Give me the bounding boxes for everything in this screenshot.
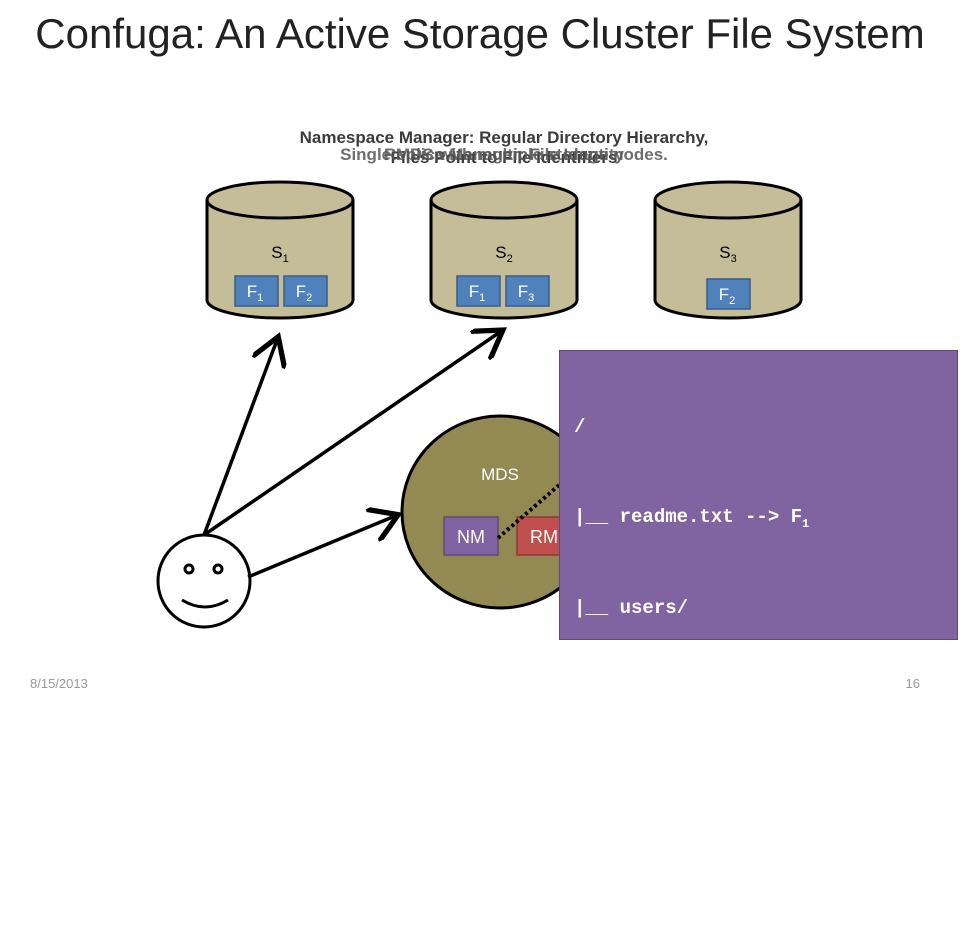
tree-line: |__ patrick/ bbox=[574, 686, 746, 709]
arrow-user-to-s1 bbox=[202, 340, 277, 536]
tree-line: / bbox=[574, 416, 586, 438]
namespace-manager-caption: Namespace Manager: Regular Directory Hie… bbox=[299, 128, 709, 167]
storage-node-label: S1 bbox=[271, 243, 288, 265]
single-mds-caption: Single MDS with multiple storage nodes. bbox=[340, 145, 668, 164]
arrow-user-to-s2 bbox=[203, 332, 500, 537]
namespace-tree-box: / |__ readme.txt --> F1 |__ users/ |__ p… bbox=[559, 350, 958, 892]
tree-line: |__ blast --> F3 bbox=[574, 866, 855, 892]
architecture-diagram: S1 F1 F2 S2 F1 F3 S3 F2 bbox=[156, 180, 803, 629]
replica-manager-caption: Replica Manager: File Identity bbox=[384, 145, 624, 164]
storage-node-s3: S3 F2 bbox=[653, 180, 803, 320]
svg-text:F1: F1 bbox=[469, 282, 486, 304]
file-box-f1: F1 bbox=[234, 275, 279, 307]
svg-text:F2: F2 bbox=[719, 285, 736, 307]
file-box-f1: F1 bbox=[456, 275, 501, 307]
tree-line: |__ readme.txt --> F1 bbox=[574, 505, 810, 531]
svg-text:RM: RM bbox=[530, 527, 558, 547]
svg-text:F3: F3 bbox=[518, 282, 535, 304]
storage-node-label: S3 bbox=[719, 243, 736, 265]
file-box-f2: F2 bbox=[283, 275, 328, 307]
user-smiley-icon bbox=[156, 533, 252, 629]
slide-title: Confuga: An Active Storage Cluster File … bbox=[35, 10, 925, 57]
mds-label: MDS bbox=[481, 465, 519, 484]
arrow-user-to-mds bbox=[247, 516, 395, 579]
svg-text:F2: F2 bbox=[296, 282, 313, 304]
file-box-f2: F2 bbox=[706, 278, 751, 310]
svg-text:F1: F1 bbox=[247, 282, 264, 304]
tree-line: |__ blast.db --> F2 bbox=[574, 776, 855, 801]
namespace-manager-box: NM bbox=[443, 516, 499, 556]
slide-page-number: 16 bbox=[905, 676, 920, 691]
svg-text:NM: NM bbox=[457, 527, 485, 547]
tree-line: |__ users/ bbox=[574, 596, 689, 619]
storage-node-label: S2 bbox=[495, 243, 512, 265]
file-box-f3: F3 bbox=[505, 275, 550, 307]
mds-node: MDS NM RM bbox=[400, 414, 600, 610]
storage-node-s1: S1 F1 F2 bbox=[205, 180, 355, 320]
slide-date: 8/15/2013 bbox=[30, 676, 88, 691]
storage-node-s2: S2 F1 F3 bbox=[429, 180, 579, 320]
dotted-connector bbox=[496, 478, 567, 540]
